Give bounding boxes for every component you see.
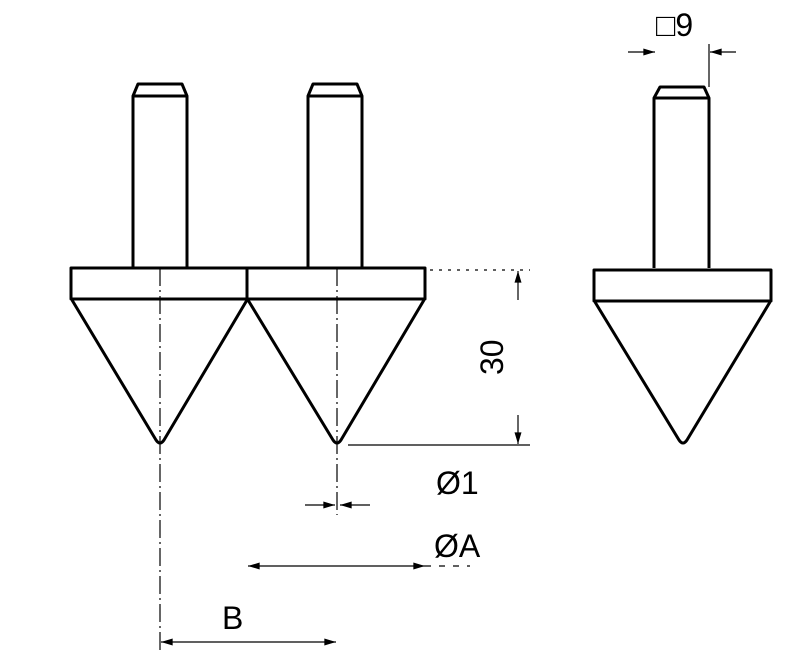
pin-middle	[306, 82, 364, 268]
single-tip-part	[592, 85, 773, 445]
height-30-label: 30	[474, 339, 510, 375]
spacing-b-label: B	[222, 600, 243, 636]
cone-middle	[246, 299, 426, 445]
double-tip-part	[69, 82, 427, 652]
base-diameter-label: ØA	[434, 528, 481, 564]
flange-single	[592, 268, 773, 303]
cone-right	[593, 301, 772, 445]
pin-right	[652, 85, 711, 268]
pin-left	[131, 82, 189, 268]
square-9-label: □9	[656, 7, 693, 43]
tip-diameter-label: Ø1	[436, 465, 479, 501]
